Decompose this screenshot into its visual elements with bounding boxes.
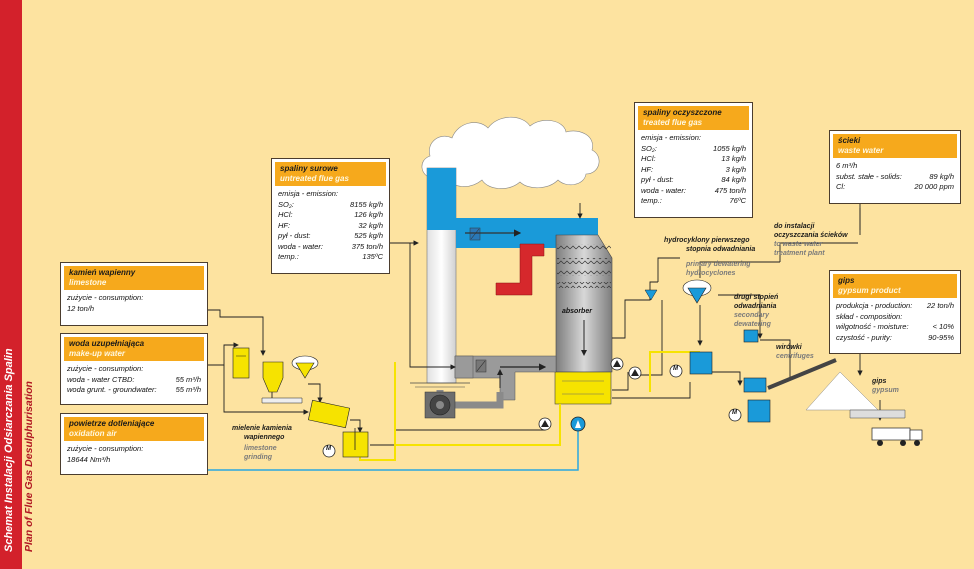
- makeup-row: woda grunt. - groundwater:55 m³/h: [67, 385, 201, 394]
- makeup-row: zużycie - consumption:: [67, 364, 144, 373]
- waste-title-pl: ścieki: [838, 136, 861, 145]
- waste-treatment-label: do instalacji oczyszczania ścieków to wa…: [774, 223, 848, 257]
- filtrate-tank-icon: [669, 351, 713, 378]
- slurry-tank-icon: [322, 428, 369, 458]
- cloud-icon: [421, 116, 600, 189]
- truck-icon: [871, 427, 923, 446]
- limestone-row: zużycie - consumption:: [67, 293, 144, 302]
- limestone-row: 12 ton/h: [67, 303, 95, 313]
- air-line: [207, 428, 579, 471]
- waste-row: subst. stałe - solids:89 kg/h: [836, 171, 954, 181]
- stack: [410, 167, 470, 388]
- absorber-vessel: [554, 234, 613, 405]
- oxair-title-pl: powietrze dotleniające: [69, 419, 155, 428]
- untreated-row: SO₂:8155 kg/h: [278, 199, 383, 209]
- motor-label: M: [326, 446, 331, 452]
- oxidation-blower-icon: [570, 416, 586, 432]
- oxair-title-en: oxidation air: [69, 429, 117, 438]
- treated-row: SO₂:1055 kg/h: [641, 143, 746, 153]
- makeup-title-en: make-up water: [69, 349, 126, 358]
- limestone-title-pl: kamień wapienny: [69, 268, 136, 277]
- gypsum-row: produkcja - production:22 ton/h: [836, 301, 954, 310]
- secondary-cyclone-icon: [743, 329, 759, 343]
- process-lines: [207, 201, 883, 446]
- untreated-row: pył - dust:525 kg/h: [278, 231, 383, 240]
- gypsum-title-pl: gips: [838, 276, 855, 285]
- treated-row: HCl:13 kg/h: [641, 154, 746, 163]
- hydrocyclone-label: hydrocyklony pierwszego stopnia odwadnia…: [664, 237, 756, 277]
- limestone-title-en: limestone: [69, 278, 107, 287]
- pump-icon: [610, 357, 624, 371]
- untreated-row: woda - water:375 ton/h: [278, 241, 383, 251]
- treated-emission-heading: emisja - emission:: [641, 133, 702, 142]
- gypsum-label: gips gypsum: [872, 378, 899, 394]
- waste-row: Cl:20 000 ppm: [836, 182, 954, 191]
- reheat-duct: [495, 243, 545, 296]
- treated-row: pył - dust:84 kg/h: [641, 175, 746, 184]
- ball-mill-icon: [307, 399, 351, 429]
- sidebar-band: [0, 0, 22, 569]
- centrifuges-label: wirówki centrifuges: [776, 344, 814, 360]
- motor-label: M: [732, 410, 737, 416]
- untreated-title-en: untreated flue gas: [280, 174, 349, 183]
- treated-title-en: treated flue gas: [643, 118, 703, 127]
- hydrocyclone-primary-icon: [644, 279, 712, 304]
- hydrocyclone-icon: [291, 355, 319, 379]
- booster-fan-icon: [424, 391, 456, 419]
- pump-icon: [628, 366, 642, 380]
- untreated-title-pl: spaliny surowe: [280, 164, 338, 173]
- oxair-row: zużycie - consumption:: [67, 444, 144, 453]
- treated-row: HF:3 kg/h: [641, 164, 746, 174]
- title-english: Plan of Flue Gas Desulphurisation: [23, 381, 35, 552]
- title-polish: Schemat Instalacji Odsiarczania Spalin: [3, 348, 15, 552]
- untreated-row: HF:32 kg/h: [278, 220, 383, 230]
- pump-icon: [538, 417, 552, 431]
- untreated-gas-duct: [436, 355, 557, 409]
- treated-row: temp.:76ºC: [641, 196, 746, 205]
- makeup-row: woda - water CTBD:55 m³/h: [67, 374, 201, 384]
- wastewater-tank-icon: [728, 399, 771, 423]
- makeup-title-pl: woda uzupełniająca: [69, 339, 145, 348]
- untreated-row: temp.:135ºC: [278, 252, 383, 261]
- motor-label: M: [673, 366, 678, 372]
- limestone-grinding-label: mielenie kamienia wapiennego limestone g…: [232, 425, 292, 461]
- centrifuge-icon: [743, 377, 767, 393]
- gypsum-row: skład - composition:: [836, 311, 903, 321]
- gypsum-row: wilgotność - moisture:< 10%: [836, 322, 954, 331]
- waste-row: 6 m³/h: [836, 161, 858, 170]
- waste-title-en: waste water: [838, 146, 884, 155]
- untreated-row: HCl:126 kg/h: [278, 210, 383, 219]
- gypsum-row: czystość - purity:90-95%: [836, 332, 954, 342]
- treated-row: woda - water:475 ton/h: [641, 185, 746, 195]
- untreated-emission-heading: emisja - emission:: [278, 189, 339, 198]
- secondary-dewatering-label: drugi stopień odwadniania secondary dewa…: [734, 294, 779, 328]
- oxair-row: 18644 Nm³/h: [67, 454, 111, 464]
- limestone-silo-icon: [232, 347, 303, 404]
- absorber-label: absorber: [562, 308, 592, 315]
- conveyor-icon: [767, 358, 906, 419]
- treated-title-pl: spaliny oczyszczone: [643, 108, 722, 117]
- gypsum-title-en: gypsum product: [838, 286, 901, 295]
